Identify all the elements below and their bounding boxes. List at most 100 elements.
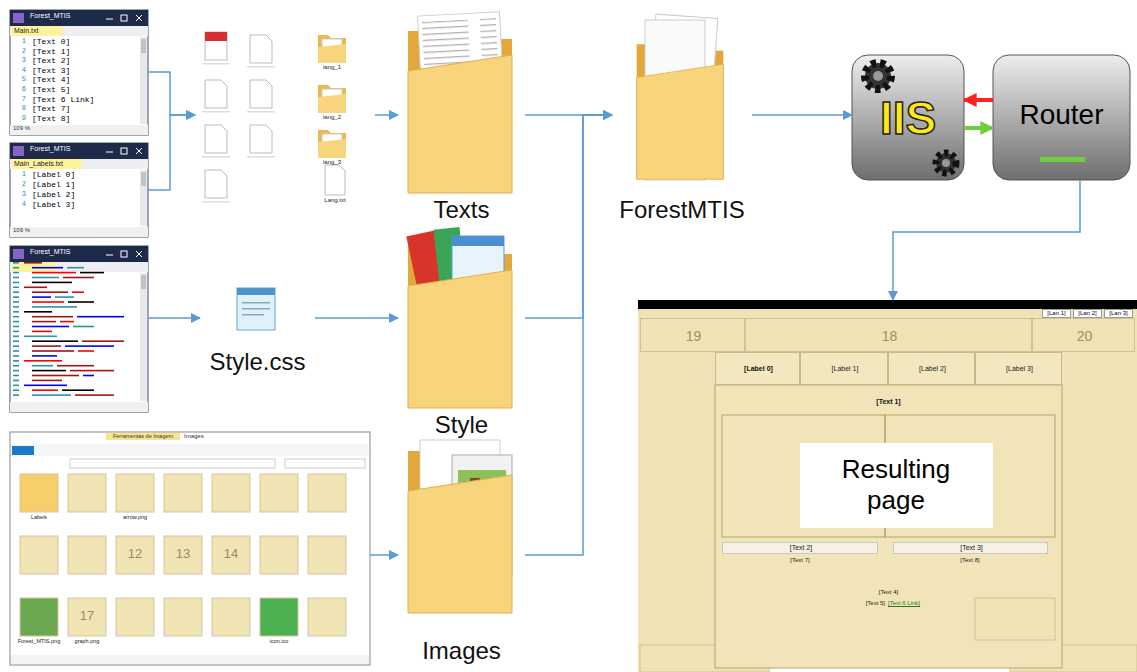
menu-tab: [Label 2]: [888, 352, 975, 385]
code-stroke: [65, 345, 114, 347]
code-stroke: [32, 301, 64, 303]
thumbnail: [164, 536, 202, 574]
node-text: 6: [12, 85, 26, 93]
code-stroke: [32, 355, 57, 357]
thumbnail: [308, 536, 346, 574]
resulting-page-screen: [638, 300, 1137, 672]
css-editor: Forest_MTIS: [10, 246, 148, 412]
node-text: icon.ico: [256, 638, 302, 645]
line-number-stroke: [13, 326, 19, 328]
title-bar: [10, 10, 148, 26]
node-text: 18: [746, 328, 1033, 345]
scroll-thumb: [141, 275, 146, 289]
thumbnail: [164, 598, 202, 636]
node-text: lang_1: [305, 64, 359, 71]
line-number-stroke: [13, 291, 19, 293]
code-stroke: [32, 306, 77, 308]
thumbnail: [20, 598, 58, 636]
thumbnail: [116, 598, 154, 636]
tab-row: [10, 159, 148, 169]
code-stroke: [32, 267, 63, 269]
line-number-stroke: [13, 375, 19, 377]
node-text: 109 %: [13, 227, 43, 234]
node-text: Forest_MTIS.png: [16, 638, 62, 645]
thumbnail: [212, 536, 250, 574]
code-stroke: [32, 394, 71, 396]
thumbnail: [212, 474, 250, 512]
code-stroke: [73, 326, 94, 328]
code-stroke: [78, 350, 94, 352]
thumbnail: [308, 474, 346, 512]
line-number-stroke: [13, 287, 19, 289]
node-text: 4: [12, 200, 26, 208]
line-number-stroke: [13, 321, 19, 323]
code-stroke: [32, 282, 72, 284]
scroll-thumb: [141, 172, 146, 186]
node-text: Texts: [398, 196, 525, 225]
connector-arrow: [525, 115, 612, 555]
code-stroke: [83, 375, 94, 377]
node-text: Forest_MTIS: [30, 12, 130, 20]
node-text: [Text 5]: [825, 600, 885, 607]
node-text: Style: [398, 411, 525, 440]
thumbnail: [260, 536, 298, 574]
line-number-stroke: [13, 365, 19, 367]
file-icon: [250, 35, 272, 63]
connector-arrow: [148, 72, 195, 115]
code-stroke: [24, 360, 62, 362]
file-icon: [325, 165, 345, 195]
folder-icon: [318, 35, 346, 62]
node-text: 1: [12, 37, 26, 45]
node-text: [Label 2]: [32, 190, 132, 200]
forestmtis-folder: [637, 14, 724, 180]
code-stroke: [82, 340, 124, 342]
code-stroke: [24, 385, 67, 387]
folder-front: [318, 94, 346, 113]
code-stroke: [80, 272, 104, 274]
file-name-stroke: [202, 201, 230, 203]
thumbnail: [260, 598, 298, 636]
thumbnail: [68, 474, 106, 512]
node-text: [Lan 2]: [1073, 309, 1102, 318]
texts-folder: [408, 12, 512, 193]
node-text: 3: [12, 190, 26, 198]
connector-arrow: [148, 115, 195, 190]
node-text: [Label 0]: [32, 170, 132, 180]
code-stroke: [24, 311, 52, 313]
line-number-stroke: [13, 389, 19, 391]
minimize-button: [106, 19, 113, 20]
code-stroke: [75, 394, 114, 396]
node-text: lang_2: [305, 114, 359, 121]
node-text: 19: [641, 328, 746, 345]
node-text: Style.css: [200, 348, 315, 377]
caption-box: Resulting page: [800, 443, 993, 528]
node-text: [Label 3]: [976, 365, 1063, 373]
node-text: ForestMTIS: [612, 196, 752, 225]
node-text: 2: [12, 47, 26, 55]
code-stroke: [32, 380, 62, 382]
node-text: [Text 0]: [32, 37, 132, 47]
node-text: 20: [1033, 328, 1136, 345]
app-logo: [13, 249, 24, 259]
thumbnail: [20, 536, 58, 574]
style-folder: [406, 227, 512, 408]
node-text: 13: [164, 546, 202, 562]
code-stroke: [55, 296, 74, 298]
code-stroke: [68, 301, 94, 303]
node-text: Forest_MTIS: [30, 248, 130, 256]
code-stroke: [63, 277, 94, 279]
node-text: [Text 7]: [770, 557, 830, 564]
line-number-stroke: [13, 296, 19, 298]
app-logo: [13, 13, 24, 23]
close-button: [136, 15, 142, 21]
file-icon: [205, 125, 227, 153]
connector-arrow: [375, 114, 398, 116]
file-group: lang_1lang_2lang_3Lang.txt: [195, 30, 375, 212]
node-text: 7: [12, 95, 26, 103]
folder-front: [318, 139, 346, 158]
thumbnail: [20, 474, 58, 512]
header-cell: 19: [640, 318, 745, 352]
minimize-button: [106, 255, 113, 256]
code-stroke: [24, 287, 47, 289]
